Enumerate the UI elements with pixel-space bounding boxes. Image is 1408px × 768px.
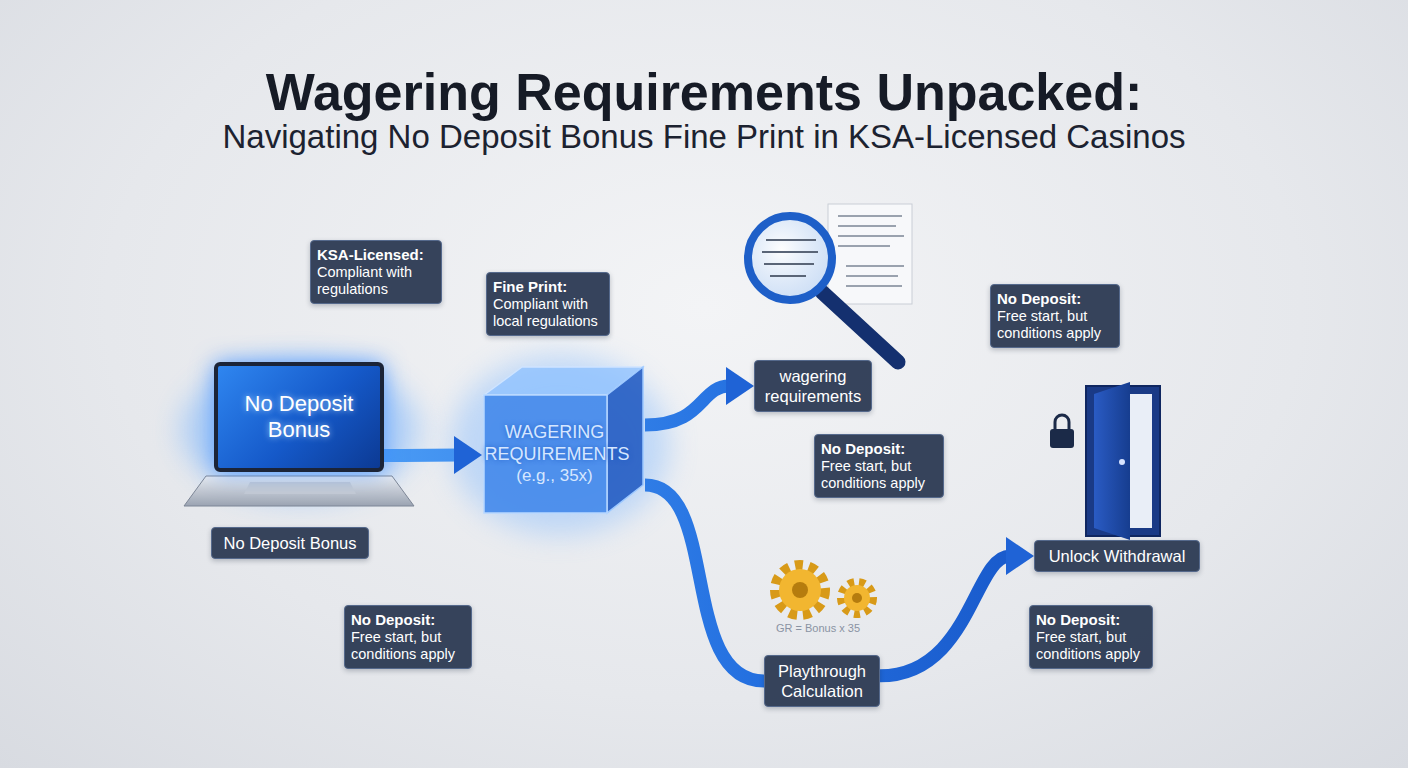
box-text: wagering requirements — [761, 366, 865, 406]
box-heading: Fine Print: — [493, 278, 603, 296]
step-label: No Deposit Bonus — [211, 527, 369, 559]
box-heading: No Deposit: — [351, 611, 465, 629]
laptop-base — [184, 476, 414, 506]
magnified-lines — [762, 240, 818, 276]
laptop-trackpad — [244, 482, 356, 494]
requirements-cube: WAGERING REQUIREMENTS(e.g., 35x) — [482, 365, 645, 515]
cube-side — [607, 367, 643, 513]
step-label: Unlock Withdrawal — [1034, 540, 1200, 572]
box-text: Compliant with local regulations — [493, 296, 603, 330]
flow-arrow — [880, 556, 1010, 676]
info-callout: No Deposit:Free start, but conditions ap… — [1029, 605, 1153, 669]
box-heading: KSA-Licensed: — [317, 246, 435, 264]
diagram-title: Wagering Requirements Unpacked: — [0, 62, 1408, 122]
lock-icon — [1050, 415, 1074, 448]
box-text: (e.g., 35x) — [516, 465, 593, 486]
box-text: Free start, but conditions apply — [351, 629, 465, 663]
magnifier-lens — [748, 216, 832, 300]
info-callout: No Deposit:Free start, but conditions ap… — [344, 605, 472, 669]
box-text: Free start, but conditions apply — [821, 458, 937, 492]
box-text: Compliant with regulations — [317, 264, 435, 298]
arrow-head-end — [726, 367, 754, 405]
flow-arrow — [384, 449, 458, 463]
box-text: Playthrough Calculation — [771, 661, 873, 701]
box-text: No Deposit Bonus — [218, 533, 362, 553]
box-text: Free start, but conditions apply — [997, 308, 1113, 342]
step-label: Playthrough Calculation — [764, 655, 880, 707]
box-text: Unlock Withdrawal — [1041, 546, 1193, 566]
gear-icon — [775, 565, 873, 615]
box-heading: WAGERING REQUIREMENTS — [485, 421, 625, 465]
cube-glow — [450, 355, 670, 535]
diagram-subtitle: Navigating No Deposit Bonus Fine Print i… — [0, 117, 1408, 157]
info-callout: KSA-Licensed:Compliant with regulations — [310, 240, 442, 304]
box-heading: No Deposit: — [997, 290, 1113, 308]
laptop-screen: No Deposit Bonus — [214, 362, 384, 472]
magnifier-handle — [822, 292, 898, 362]
box-heading: No Deposit: — [821, 440, 937, 458]
arrow-head-end — [1006, 537, 1034, 575]
info-callout: No Deposit:Free start, but conditions ap… — [814, 434, 944, 498]
door-icon — [1086, 382, 1160, 540]
info-callout: No Deposit:Free start, but conditions ap… — [990, 284, 1120, 348]
fine-print-paper — [828, 204, 912, 304]
arrow-head-end — [454, 436, 482, 474]
box-text: Free start, but conditions apply — [1036, 629, 1146, 663]
flow-arrow — [645, 386, 730, 425]
info-callout: Fine Print:Compliant with local regulati… — [486, 272, 610, 336]
box-heading: No Deposit: — [1036, 611, 1146, 629]
step-label: wagering requirements — [754, 360, 872, 412]
flow-arrow — [645, 485, 764, 681]
fine-print-lines — [838, 216, 904, 286]
formula-note: GR = Bonus x 35 — [776, 622, 860, 635]
box-text: No Deposit Bonus — [226, 391, 372, 443]
